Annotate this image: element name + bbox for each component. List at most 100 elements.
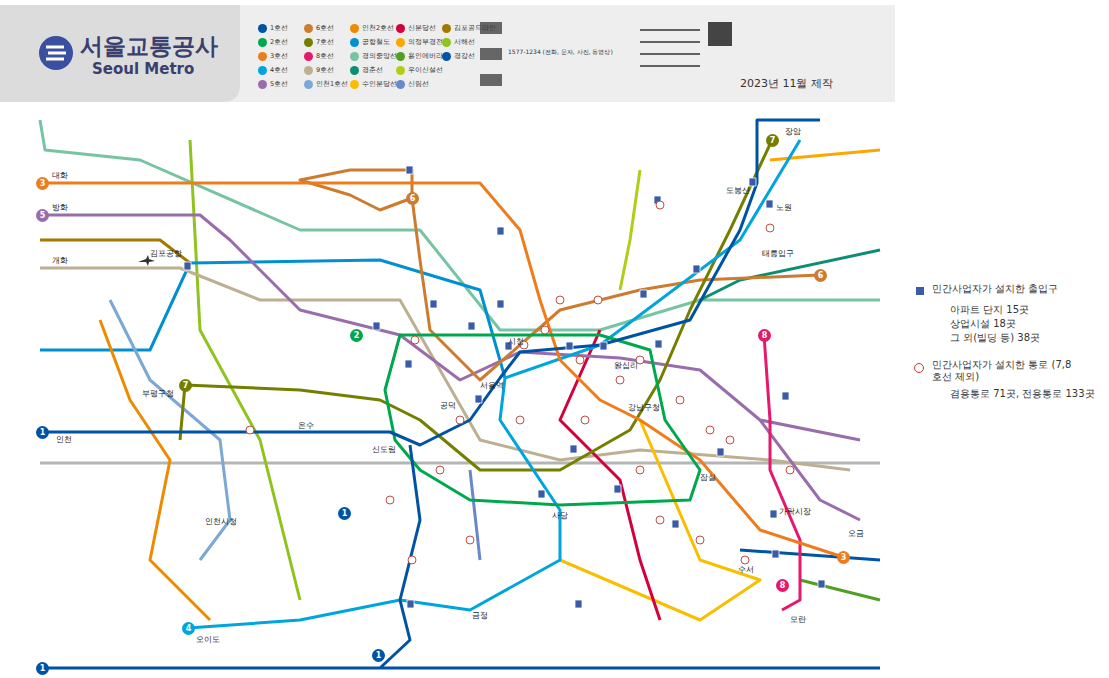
line-badge: 1 [338,507,351,520]
logo-panel [0,5,240,102]
legend-text: 김포골드라인 [454,25,496,32]
station-name: 왕십리 [614,362,638,371]
station-name: 시청 [508,338,524,347]
line-badge: 6 [406,192,419,205]
line-swatch [350,24,359,33]
legend-text: 경의중앙선 [362,53,397,60]
passage-markers [246,201,794,564]
line-1 [40,120,880,668]
line-swatch [304,24,313,33]
station-name: 노원 [776,204,792,213]
subtitle-text: Seoul Metro [92,61,194,78]
legend-text: 8호선 [316,53,334,60]
line-swatch [350,52,359,61]
station-name: 신도림 [372,446,396,455]
station-name: 오이도 [196,636,220,645]
legend-text: 공항철도 [362,39,390,46]
legend-text: 민간사업자가 설치한 출입구 [932,283,1058,295]
legend-text: 4호선 [270,67,288,74]
line-2 [385,335,700,505]
line-swatch [396,80,405,89]
qr-code [708,22,732,46]
line-swatch [350,38,359,47]
legend-text: 6호선 [316,25,334,32]
line-swatch [442,24,451,33]
line-swatch [396,38,405,47]
line-badge: 2 [350,329,363,342]
line-badge: 7 [179,379,192,392]
station-name: 강남구청 [628,404,660,413]
station-name: 공덕 [440,402,456,411]
line-badge: 5 [36,209,49,222]
station-name: 대화 [52,172,68,181]
ui-line [620,170,640,290]
legend-text: 신림선 [408,81,429,88]
legend-text: 경춘선 [362,67,383,74]
line-badge: 1 [36,662,49,675]
legend-text: 인천2호선 [362,25,394,32]
line-swatch [258,52,267,61]
legend-text: 1호선 [270,25,288,32]
station-name: 개화 [52,257,68,266]
info-icon [480,48,502,60]
legend-note: 겸용통로 71곳, 전용통로 133곳 [950,388,1095,400]
line-swatch [304,66,313,75]
line-badge: 3 [36,177,49,190]
station-name: 온수 [298,422,314,431]
legend-text: 서해선 [454,39,475,46]
entrance-markers [184,166,825,608]
station-name: 도봉산 [726,187,750,196]
legend-text: 7호선 [316,39,334,46]
line-badge: 6 [814,269,827,282]
station-name: 태릉입구 [762,250,794,259]
rail-line [40,462,880,465]
line-swatch [258,80,267,89]
legend-note: 상업시설 18곳 [950,318,1016,330]
legend-text: 2호선 [270,39,288,46]
station-name: 오금 [848,530,864,539]
entrance-swatch [916,287,924,295]
legend-note: 그 외(빌딩 등) 38곳 [950,332,1040,344]
station-name: 금정 [472,612,488,621]
incheon2-line [100,320,210,620]
line-swatch [396,24,405,33]
line-swatch [258,66,267,75]
passage-swatch [914,363,924,373]
legend-text: 5호선 [270,81,288,88]
header-band [0,5,895,102]
line-swatch [258,24,267,33]
legend-text: 민간사업자가 설치한 통로 (7,8호선 제외) [932,359,1072,382]
seohae-line [190,140,300,600]
logo-stripes [46,47,66,59]
line-8 [764,335,800,610]
station-name: 방화 [52,204,68,213]
date-text: 2023년 11월 제작 [740,78,833,91]
station-name: 인천 [56,436,72,445]
line-swatch [304,38,313,47]
legend-text: 수인분당선 [362,81,397,88]
line-swatch [350,66,359,75]
line-swatch [350,80,359,89]
legend-text: 경강선 [454,53,475,60]
legend-text: 인천1호선 [316,81,348,88]
sillim-line [470,470,480,560]
line-5 [40,215,860,520]
uijeongbu-line [770,150,880,160]
line-swatch [304,52,313,61]
info-icon [480,74,502,86]
station-name: 수서 [738,566,754,575]
line-3 [40,183,843,557]
line-badge: 1 [372,649,385,662]
line-type-samples [640,30,700,66]
gyeongui-line [40,120,880,330]
everline [800,580,880,600]
station-name: 모란 [790,616,806,625]
station-name: 가락시장 [779,508,811,517]
line-7 [180,140,772,470]
line-badge: 8 [758,329,771,342]
station-name: 사당 [552,512,568,521]
subway-lines [40,120,880,668]
line-swatch [258,38,267,47]
